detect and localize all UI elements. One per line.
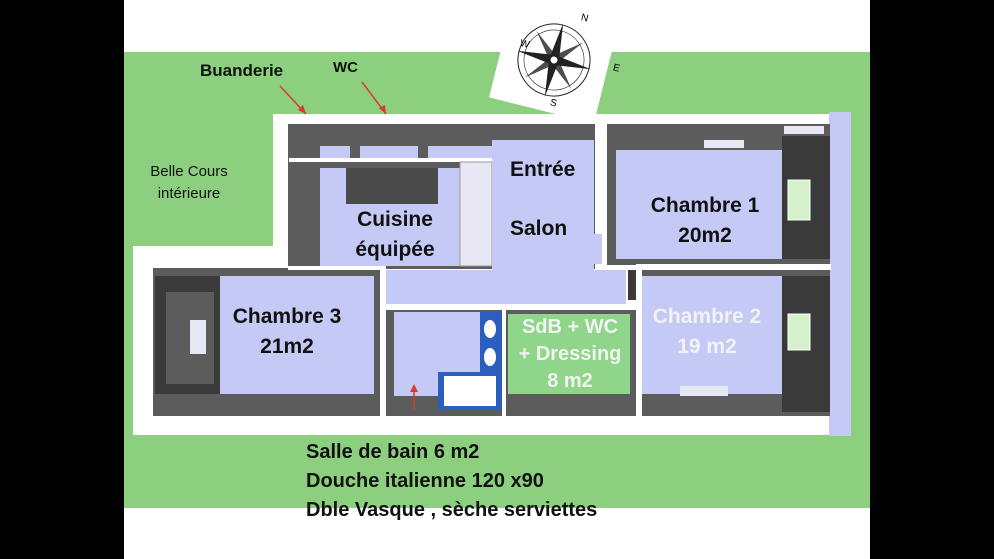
sdb8-floor xyxy=(508,314,630,394)
chambre2-floor xyxy=(642,276,782,394)
wall-line-4 xyxy=(502,304,506,416)
wall-line-2 xyxy=(380,266,386,416)
chambre3-line2: 21m2 xyxy=(260,335,314,358)
chambre1-floor xyxy=(616,150,782,259)
salon-floor xyxy=(492,140,594,270)
sink-1 xyxy=(484,320,496,338)
buanderie-label: Buanderie xyxy=(200,61,284,80)
door-frame xyxy=(628,270,638,300)
sdb-line2: + Dressing xyxy=(518,343,622,365)
salon-label: Salon xyxy=(510,217,568,240)
wall-line xyxy=(289,158,589,162)
chambre2-window xyxy=(787,313,811,351)
arrow-heads xyxy=(298,105,418,392)
entree-label: Entrée xyxy=(510,158,576,181)
wc-floor xyxy=(360,146,418,160)
chambre1-label: Chambre 1 20m2 xyxy=(640,191,770,251)
corridor-floor-2 xyxy=(386,270,626,306)
kitchen-cabinet xyxy=(459,161,493,267)
wall-line-5 xyxy=(636,264,642,416)
compass-center xyxy=(549,55,559,65)
chambre2-line2: 19 m2 xyxy=(677,335,737,358)
courtyard-line2: intérieure xyxy=(157,185,221,202)
chambre2-radiator xyxy=(680,386,728,396)
chambre1-heater xyxy=(784,126,824,134)
chambre3-window xyxy=(190,320,206,354)
cuisine-line1: Cuisine xyxy=(357,208,433,231)
chambre1-radiator xyxy=(704,140,744,148)
sink-2 xyxy=(484,348,496,366)
wall-line-8 xyxy=(288,266,382,270)
douche-tray xyxy=(444,376,496,406)
bathroom-notes: Salle de bain 6 m2 Douche italienne 120 … xyxy=(306,438,597,525)
sdb-line1: SdB + WC xyxy=(521,316,619,338)
wall-line-3 xyxy=(380,304,640,310)
chambre3-label: Chambre 3 21m2 xyxy=(222,302,352,362)
chambre2-line1: Chambre 2 xyxy=(652,305,762,328)
buanderie-floor xyxy=(320,146,350,160)
salon-passage xyxy=(594,234,604,264)
sdb-wc-dressing-label: SdB + WC + Dressing 8 m2 xyxy=(508,314,632,395)
floor-plan xyxy=(124,0,870,508)
slide: N E W S Buanderie WC Belle Cours intérie… xyxy=(124,0,870,559)
wall-line-6 xyxy=(641,264,831,270)
courtyard-label: Belle Cours intérieure xyxy=(142,161,236,205)
note-line-2: Douche italienne 120 x90 xyxy=(306,470,544,492)
balcony-strip xyxy=(829,112,851,436)
courtyard-line1: Belle Cours xyxy=(150,163,228,180)
note-line-3: Dble Vasque , sèche serviettes xyxy=(306,499,598,521)
chambre2-label: Chambre 2 19 m2 xyxy=(642,302,772,362)
wc-label: WC xyxy=(333,59,358,76)
note-line-1: Salle de bain 6 m2 xyxy=(306,441,480,463)
compass xyxy=(489,0,619,124)
cuisine-line2: équipée xyxy=(355,238,435,261)
chambre3-floor xyxy=(220,276,374,394)
chambre1-window xyxy=(787,179,811,221)
sdb-line3: 8 m2 xyxy=(547,370,593,392)
cuisine-label: Cuisine équipée xyxy=(350,205,440,265)
kitchen-counter xyxy=(346,168,438,204)
chambre1-line1: Chambre 1 xyxy=(650,194,760,217)
chambre1-line2: 20m2 xyxy=(678,224,732,247)
wall-line-7 xyxy=(602,124,607,266)
chambre3-line1: Chambre 3 xyxy=(232,305,342,328)
